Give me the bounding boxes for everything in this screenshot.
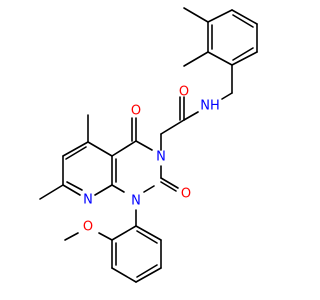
bond bbox=[111, 225, 137, 241]
bond bbox=[136, 230, 158, 244]
bond bbox=[207, 51, 233, 66]
bond bbox=[232, 47, 254, 61]
bond bbox=[111, 140, 137, 157]
atom-o-amide: O bbox=[179, 85, 189, 100]
bond bbox=[39, 184, 64, 200]
bond bbox=[111, 267, 137, 283]
bond bbox=[135, 140, 153, 151]
bond bbox=[207, 9, 233, 23]
atom-n-amide: NH bbox=[200, 99, 220, 114]
atom-layer: O NH O N O N N O bbox=[83, 85, 220, 235]
bond bbox=[87, 141, 113, 157]
bond bbox=[143, 185, 155, 193]
bond bbox=[183, 7, 209, 23]
bond bbox=[231, 51, 258, 66]
bond bbox=[98, 232, 113, 241]
bond bbox=[62, 141, 89, 157]
atom-n3: N bbox=[156, 150, 166, 165]
bond bbox=[183, 111, 199, 121]
bond bbox=[232, 14, 254, 28]
bond-layer bbox=[39, 7, 258, 283]
bond bbox=[221, 92, 233, 100]
bond bbox=[135, 225, 162, 241]
bond bbox=[94, 184, 113, 196]
bond bbox=[136, 264, 158, 278]
atom-n1: N bbox=[131, 194, 141, 209]
bond bbox=[111, 184, 125, 193]
bond bbox=[65, 146, 87, 160]
atom-o-c4: O bbox=[131, 104, 141, 119]
bond bbox=[160, 181, 177, 192]
atom-n8: N bbox=[83, 193, 93, 208]
bond bbox=[62, 184, 81, 196]
bond bbox=[64, 232, 79, 241]
bond bbox=[231, 9, 258, 25]
bond bbox=[160, 177, 179, 189]
atom-o-methoxy: O bbox=[83, 220, 93, 235]
bond bbox=[66, 181, 83, 191]
bond bbox=[183, 51, 209, 67]
atom-o-c2: O bbox=[181, 187, 191, 202]
bond bbox=[135, 267, 162, 283]
bond bbox=[160, 119, 185, 135]
molecule-structure: O NH O N O N N O bbox=[39, 7, 258, 283]
